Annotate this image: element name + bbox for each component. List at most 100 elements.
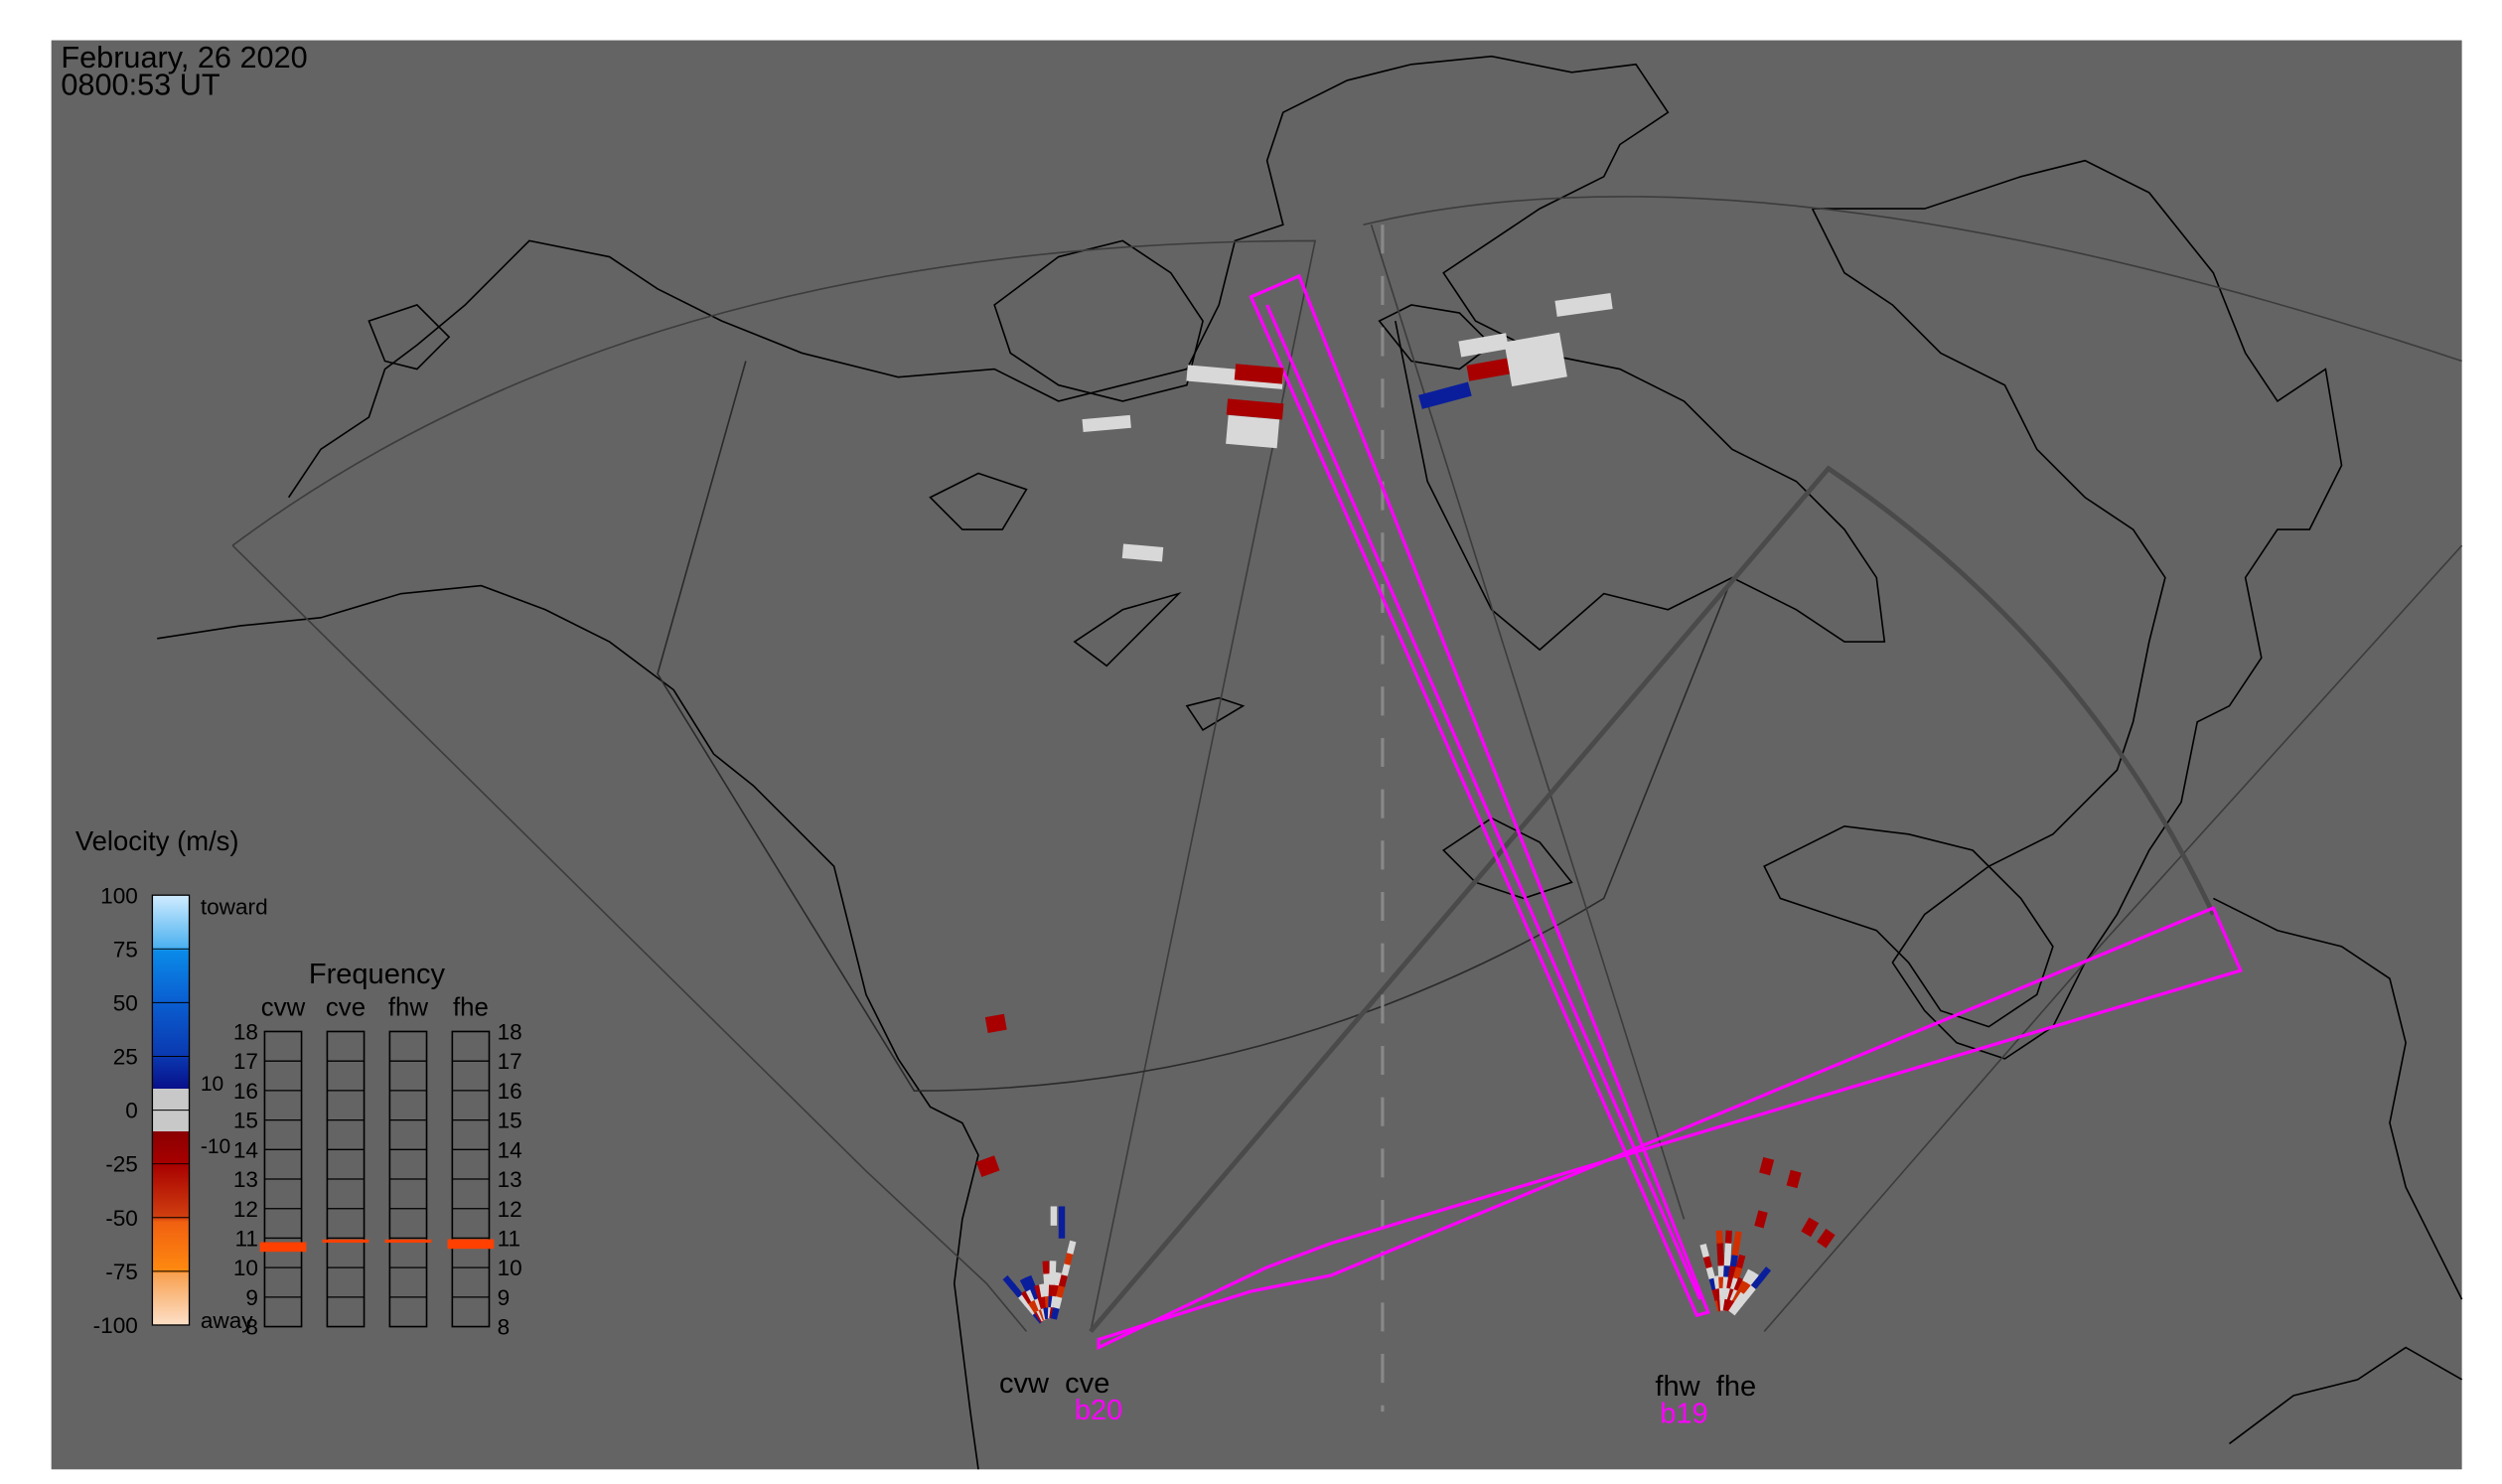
velocity-tick-label: 25 <box>113 1045 138 1070</box>
velocity-tick-label: -75 <box>105 1260 138 1284</box>
frequency-marker-cve <box>322 1239 369 1244</box>
echo-cell <box>1466 357 1517 381</box>
echo-cell <box>1743 1283 1757 1298</box>
toward-label: toward <box>201 895 268 920</box>
beam-b20 <box>1097 906 2244 1351</box>
echo-cell <box>1732 1264 1743 1279</box>
frequency-tick-right: 16 <box>498 1079 522 1104</box>
echo-cell <box>1723 1263 1731 1277</box>
beam-label-b20: b20 <box>1075 1395 1122 1426</box>
echo-cell <box>1723 1253 1731 1266</box>
echo-cell <box>1049 1271 1056 1285</box>
echo-cell <box>1009 1283 1024 1298</box>
echo-cell <box>1759 1156 1775 1176</box>
frequency-tick-right: 15 <box>498 1109 522 1133</box>
echo-cell <box>1121 543 1164 562</box>
echo-cell <box>1742 1268 1754 1284</box>
echo-cell <box>1705 1264 1715 1279</box>
echo-cell <box>1729 1301 1743 1316</box>
echo-cell <box>1702 1254 1712 1269</box>
echo-cell <box>1226 398 1284 420</box>
legend-title: Velocity (m/s) <box>75 825 239 856</box>
velocity-tick-label: 50 <box>113 990 138 1015</box>
frequency-tick-left: 10 <box>233 1256 258 1280</box>
echo-cell <box>1717 1263 1725 1277</box>
echo-cell <box>1801 1217 1820 1238</box>
velocity-tick-label: 75 <box>113 937 138 962</box>
echo-cell <box>975 1155 1000 1178</box>
frequency-tick-right: 9 <box>498 1285 511 1310</box>
echo-cell <box>1017 1292 1031 1307</box>
echo-cell <box>1735 1254 1746 1269</box>
frequency-title: Frequency <box>309 959 446 990</box>
echo-cell <box>1002 1274 1016 1289</box>
frequency-tick-right: 12 <box>498 1197 522 1222</box>
frequency-tick-left: 9 <box>245 1285 258 1310</box>
echo-cell <box>1733 1276 1745 1292</box>
velocity-tick-label: 100 <box>100 883 138 908</box>
echo-cell <box>1061 1261 1071 1276</box>
echo-cell <box>1757 1266 1772 1281</box>
echo-cell <box>1067 1240 1077 1255</box>
echo-cell <box>1724 1241 1732 1256</box>
echo-cell <box>1754 1210 1768 1229</box>
frequency-tick-left: 14 <box>233 1137 258 1162</box>
date-label: February, 26 2020 <box>61 40 307 74</box>
away-label: away <box>201 1308 253 1333</box>
frequency-tick-left: 13 <box>233 1167 258 1192</box>
beam-highlights <box>1097 273 2244 1351</box>
frequency-tick-right: 13 <box>498 1167 522 1192</box>
echo-cell <box>1058 1272 1069 1287</box>
frequency-tick-left: 15 <box>233 1109 258 1133</box>
frequency-column-cvw <box>263 1030 303 1328</box>
echo-cell <box>1226 414 1280 449</box>
echo-cell <box>1733 1231 1742 1246</box>
frequency-tick-right: 18 <box>498 1020 522 1045</box>
fields-of-view <box>231 196 2463 1412</box>
inner-tick-neg10: -10 <box>201 1135 230 1158</box>
frequency-radar-label: cvw <box>261 993 306 1021</box>
echo-cell <box>1699 1243 1709 1259</box>
echo-cells <box>975 293 1836 1324</box>
echo-cell <box>1736 1292 1750 1307</box>
frequency-tick-right: 14 <box>498 1137 522 1162</box>
echo-cell <box>1020 1289 1034 1304</box>
radar-label-east: fhw fhe <box>1655 1371 1756 1403</box>
frequency-tick-left: 18 <box>233 1020 258 1045</box>
beam-label-b19: b19 <box>1660 1398 1707 1429</box>
velocity-tick-label: -25 <box>105 1152 138 1177</box>
echo-cell <box>1740 1280 1753 1296</box>
echo-cell <box>1056 1283 1066 1298</box>
frequency-tick-left: 17 <box>233 1049 258 1074</box>
echo-cell <box>1715 1230 1723 1244</box>
echo-cell <box>1053 1294 1063 1309</box>
frequency-marker-fhw <box>384 1239 432 1244</box>
frequency-tick-left: 8 <box>245 1315 258 1340</box>
echo-cell <box>1050 1206 1058 1226</box>
frequency-tick-left: 12 <box>233 1197 258 1222</box>
frequency-radar-label: fhe <box>453 993 489 1021</box>
map-background <box>51 40 2462 1470</box>
frequency-radar-label: fhw <box>388 993 429 1021</box>
echo-cell <box>1724 1230 1732 1244</box>
echo-cell <box>1050 1305 1061 1320</box>
frequency-tick-right: 10 <box>498 1256 522 1280</box>
echo-cell <box>1554 293 1613 317</box>
echo-cell <box>1058 1206 1066 1239</box>
time-label: 0800:53 UT <box>61 67 221 101</box>
frequency-marker-cvw <box>259 1242 307 1253</box>
echo-cell <box>1817 1228 1836 1249</box>
echo-cell <box>1234 364 1284 384</box>
echo-cell <box>1750 1274 1764 1289</box>
frequency-radar-label: cve <box>326 993 366 1021</box>
frequency-tick-left: 11 <box>235 1227 258 1252</box>
echo-cell <box>1504 332 1567 387</box>
echo-cell <box>1049 1261 1057 1274</box>
echo-cell <box>1064 1251 1074 1265</box>
frequency-tick-right: 8 <box>498 1315 511 1340</box>
frequency-marker-fhe <box>447 1239 495 1250</box>
velocity-tick-label: 0 <box>125 1099 138 1123</box>
echo-cell <box>1082 414 1131 433</box>
echo-cell <box>1737 1278 1749 1294</box>
